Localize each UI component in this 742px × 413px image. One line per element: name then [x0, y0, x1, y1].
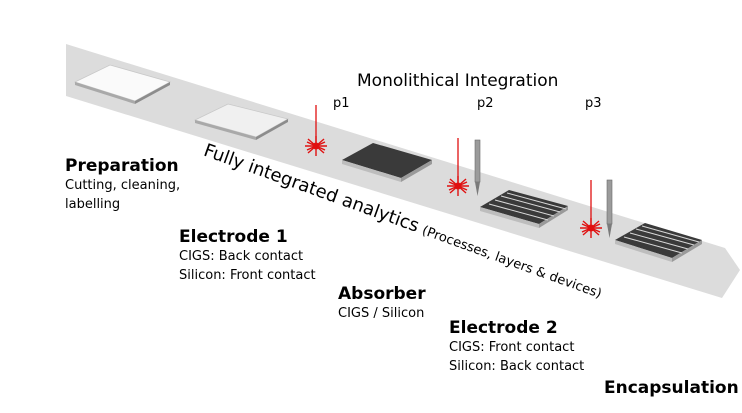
stage-encapsulation: Encapsulation — [604, 378, 739, 398]
laser-p3 — [580, 180, 602, 238]
stage-title: Electrode 1 — [179, 227, 288, 247]
stage-title: Encapsulation — [604, 378, 739, 398]
stage-desc-line: Cutting, cleaning, — [65, 178, 181, 193]
substrate-electrode-1 — [193, 103, 290, 140]
stage-desc-line: Silicon: Front contact — [179, 268, 316, 283]
stage-desc-line: CIGS: Front contact — [449, 340, 575, 355]
stage-title: Electrode 2 — [449, 318, 558, 338]
needle-p2 — [474, 139, 481, 196]
stage-absorber: Absorber CIGS / Silicon — [338, 284, 426, 323]
stage-desc-line: CIGS / Silicon — [338, 306, 425, 321]
laser-p2 — [447, 138, 469, 196]
substrate-electrode-2 — [480, 190, 568, 228]
needle-p3 — [606, 179, 613, 238]
substrate-absorber — [342, 143, 432, 182]
process-label-p3: p3 — [585, 96, 602, 111]
substrate-encapsulated — [615, 223, 702, 262]
substrate-glass — [73, 64, 172, 104]
stage-desc-line: CIGS: Back contact — [179, 249, 304, 264]
stage-title: Absorber — [338, 284, 426, 304]
stage-desc-line: labelling — [65, 197, 121, 212]
process-label-p2: p2 — [477, 96, 494, 111]
stage-electrode-1: Electrode 1 CIGS: Back contact Silicon: … — [179, 227, 316, 285]
stage-preparation: Preparation Cutting, cleaning, labelling — [65, 156, 180, 214]
laser-p1 — [305, 105, 327, 156]
stage-title: Preparation — [65, 156, 179, 176]
stage-desc-line: Silicon: Back contact — [449, 359, 585, 374]
diagram-title: Monolithical Integration — [357, 71, 559, 91]
stage-electrode-2: Electrode 2 CIGS: Front contact Silicon:… — [449, 318, 584, 376]
process-label-p1: p1 — [333, 96, 350, 111]
